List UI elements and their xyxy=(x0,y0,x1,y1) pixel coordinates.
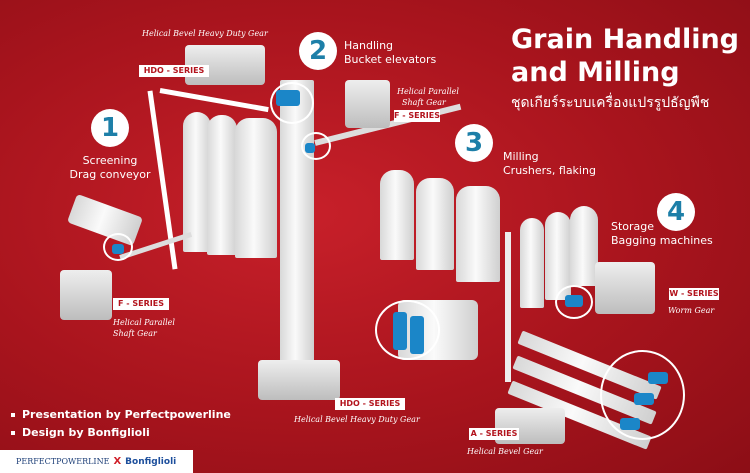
title-line1: Grain Handling xyxy=(511,24,739,55)
f-bottom-series-label: F - SERIES xyxy=(113,298,169,310)
perfectpowerline-logo: PERFECTPOWERLINE xyxy=(16,457,110,466)
footer-logos: PERFECTPOWERLINE X Bonfiglioli xyxy=(0,450,193,473)
step-4-badge: 4 xyxy=(657,193,695,231)
hdo-top-gear-name: Helical Bevel Heavy Duty Gear xyxy=(142,29,268,38)
f-top-gear-name-2: Shaft Gear xyxy=(402,98,446,107)
title-thai: ชุดเกียร์ระบบเครื่องแปรรูปธัญพืช xyxy=(511,95,710,111)
bonfiglioli-logo: Bonfiglioli xyxy=(125,456,177,467)
cross-mark: X xyxy=(113,456,122,467)
credit-design: Design by Bonfiglioli xyxy=(11,426,150,439)
hdo-bottom-gear-name: Helical Bevel Heavy Duty Gear xyxy=(294,415,420,424)
step-2-badge: 2 xyxy=(299,32,337,70)
hdo-bottom-series-label: HDO - SERIES xyxy=(335,398,405,410)
f-top-gear-name-1: Helical Parallel xyxy=(397,87,459,96)
step-3-title: Milling xyxy=(503,150,539,163)
w-series-label: W - SERIES xyxy=(669,288,719,300)
step-4-title: Storage xyxy=(611,220,655,233)
step-1-subtitle: Drag conveyor xyxy=(69,168,151,181)
a-series-label: A - SERIES xyxy=(469,428,519,440)
w-gear-name: Worm Gear xyxy=(668,306,715,315)
f-bottom-gear-name-2: Shaft Gear xyxy=(113,329,157,338)
f-bottom-gear-name-1: Helical Parallel xyxy=(113,318,175,327)
step-2-title: Handling xyxy=(344,39,394,52)
step-1-title: Screening xyxy=(82,154,138,167)
step-3-badge: 3 xyxy=(455,124,493,162)
step-4-subtitle: Bagging machines xyxy=(611,234,713,247)
step-2-subtitle: Bucket elevators xyxy=(344,53,437,66)
f-top-series-label: F - SERIES xyxy=(394,110,440,122)
a-gear-name: Helical Bevel Gear xyxy=(467,447,543,456)
title-line2: and Milling xyxy=(511,57,680,88)
step-1-badge: 1 xyxy=(91,109,129,147)
credit-presentation: Presentation by Perfectpowerline xyxy=(11,408,231,421)
step-3-subtitle: Crushers, flaking xyxy=(503,164,596,177)
hdo-top-series-label: HDO - SERIES xyxy=(139,65,209,77)
